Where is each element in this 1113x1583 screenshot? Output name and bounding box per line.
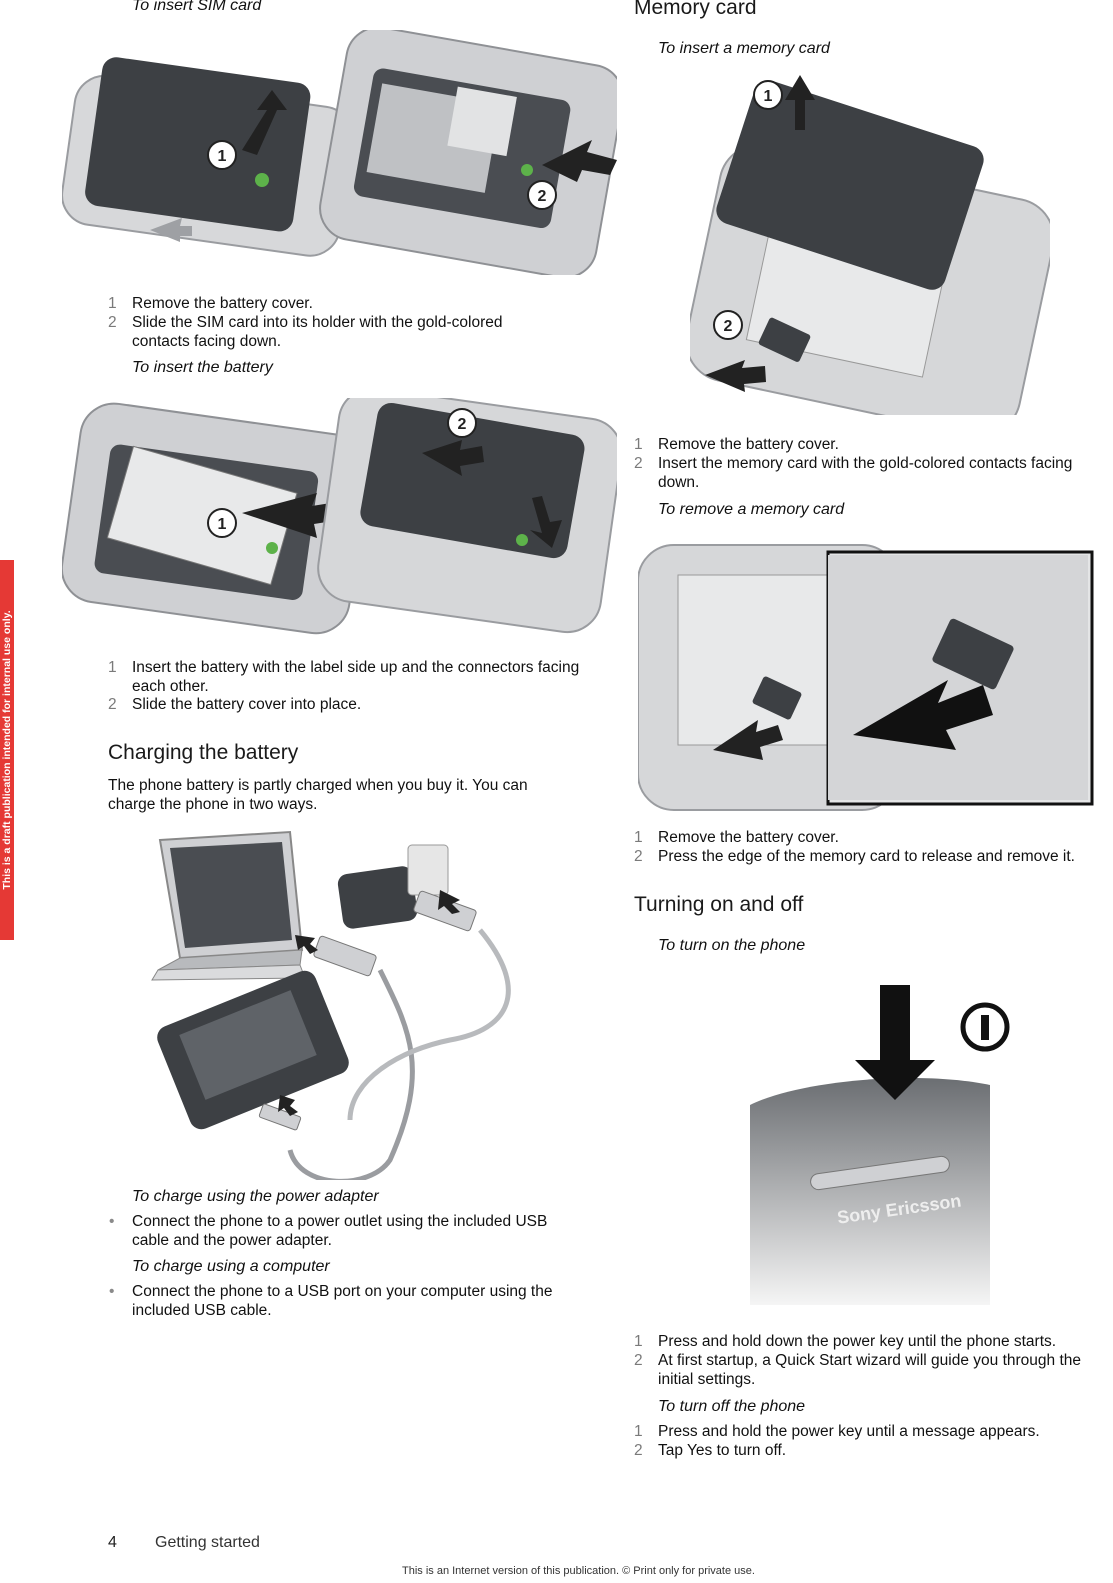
svg-text:1: 1	[218, 516, 227, 533]
battery-title: To insert the battery	[132, 359, 273, 376]
turn-on-illustration: Sony Ericsson	[750, 985, 1010, 1305]
insert-memory-title: To insert a memory card	[658, 40, 830, 57]
insert-sim-illustration: 1 2	[62, 30, 617, 275]
insert-battery-illustration: 1 2	[62, 398, 617, 635]
svg-text:2: 2	[724, 318, 733, 335]
sim-title: To insert SIM card	[132, 0, 262, 14]
draft-watermark: This is a draft publication intended for…	[0, 560, 14, 940]
remove-memory-title: To remove a memory card	[658, 501, 845, 518]
section-name: Getting started	[155, 1534, 260, 1551]
turn-on-title: To turn on the phone	[658, 937, 806, 954]
charging-heading: Charging the battery	[108, 741, 299, 764]
computer-title: To charge using a computer	[132, 1258, 330, 1275]
svg-text:1: 1	[764, 88, 773, 105]
draft-watermark-text: This is a draft publication intended for…	[1, 610, 13, 890]
remove-memory-illustration	[638, 544, 1094, 811]
svg-text:2: 2	[458, 416, 467, 433]
turn-off-title: To turn off the phone	[658, 1398, 806, 1415]
charging-intro: The phone battery is partly charged when…	[108, 777, 528, 813]
callout-two: 2	[538, 188, 547, 205]
power-heading: Turning on and off	[634, 893, 804, 916]
memory-heading: Memory card	[634, 0, 757, 19]
callout-one: 1	[218, 148, 227, 165]
page-number: 4	[108, 1534, 117, 1551]
charging-illustration	[151, 830, 511, 1180]
adapter-title: To charge using the power adapter	[132, 1188, 379, 1205]
insert-memory-illustration: 1 2	[690, 75, 1050, 415]
footer-note: This is an Internet version of this publ…	[402, 1565, 755, 1577]
